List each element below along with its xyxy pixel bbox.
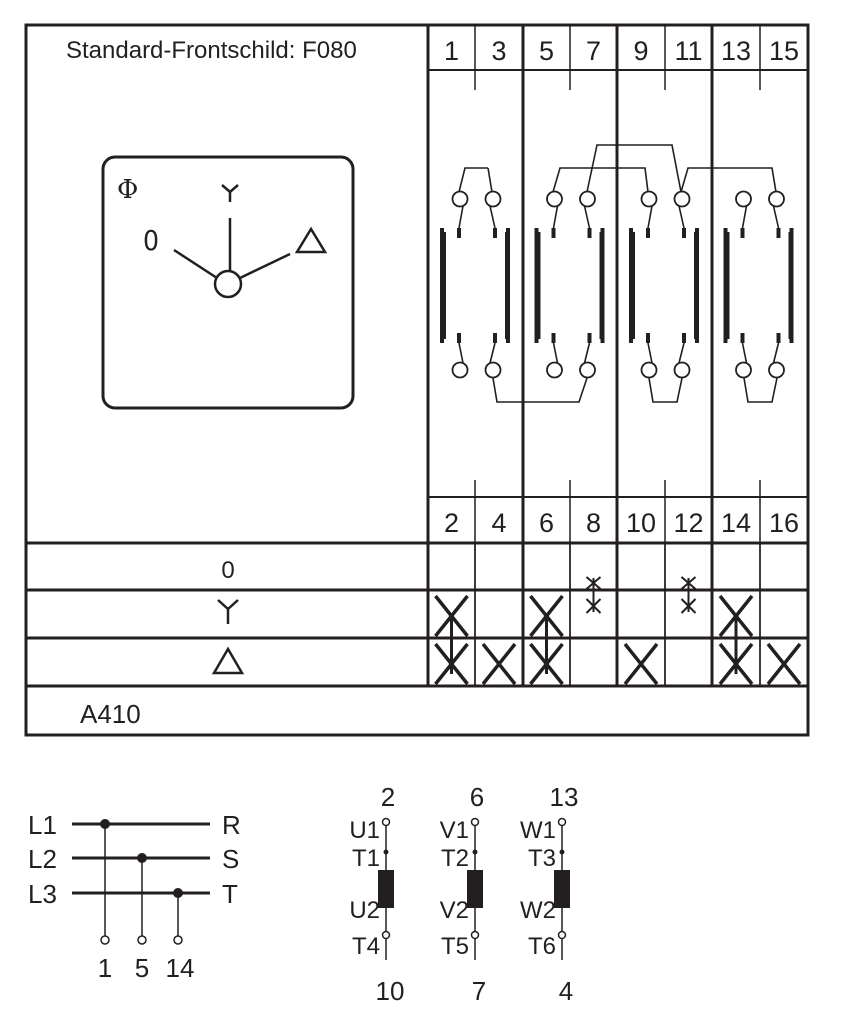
delta-symbol-icon — [294, 226, 328, 254]
terminal-number-top: 3 — [491, 36, 506, 66]
row-label-0: 0 — [221, 557, 234, 584]
winding-terminal-top: 13 — [550, 782, 579, 812]
terminal-number-top: 1 — [444, 36, 459, 66]
terminal-number-bottom: 2 — [444, 508, 459, 538]
terminal-number-bottom: 12 — [673, 508, 703, 538]
winding-label: W2 — [520, 897, 556, 924]
position-0-label: 0 — [143, 224, 159, 257]
star-symbol-icon — [221, 184, 239, 202]
front-plate-title: Standard-Frontschild: F080 — [66, 37, 357, 64]
switch-mark-x — [623, 642, 659, 686]
terminal-number-bottom: 10 — [626, 508, 656, 538]
contact-pair — [723, 190, 794, 379]
terminal-number-top: 11 — [674, 36, 702, 66]
terminal-number-top: 5 — [539, 36, 554, 66]
terminal-number-bottom: 6 — [539, 508, 554, 538]
supply-diagram: L1 L2 L3 1 5 14 R S T — [28, 810, 241, 983]
winding-label: T3 — [528, 845, 556, 872]
output-label: R — [222, 810, 241, 840]
line-label: L2 — [28, 844, 57, 874]
row-label-delta-icon — [211, 646, 245, 675]
winding-label: T4 — [352, 933, 380, 960]
output-label: S — [222, 844, 239, 874]
winding-label: T5 — [441, 933, 469, 960]
winding-label: U1 — [349, 817, 380, 844]
switch-mark-x — [766, 642, 802, 686]
switch-code: A410 — [80, 699, 141, 729]
winding-label: W1 — [520, 817, 556, 844]
winding-terminal-bottom: 7 — [472, 976, 486, 1006]
winding-label: V1 — [440, 817, 469, 844]
front-plate: Φ 0 — [101, 155, 355, 410]
line-label: L1 — [28, 810, 57, 840]
switching-table — [434, 543, 802, 686]
winding-label: T1 — [352, 845, 380, 872]
output-label: T — [222, 879, 238, 909]
terminal-number-top: 13 — [721, 36, 751, 66]
contact-pair — [629, 190, 699, 379]
rotary-knob-center — [213, 269, 243, 299]
switch-mark-x — [481, 642, 517, 686]
terminal-number-top: 15 — [769, 36, 799, 66]
winding-terminal-bottom: 10 — [376, 976, 405, 1006]
terminal-number-bottom: 8 — [586, 508, 601, 538]
row-label-star-icon — [217, 599, 239, 624]
winding-label: T6 — [528, 933, 556, 960]
winding-terminal-top: 2 — [381, 782, 395, 812]
winding-label: V2 — [440, 897, 469, 924]
terminal-number-bottom: 16 — [769, 508, 799, 538]
outer-frame — [24, 23, 810, 737]
terminal-label: 1 — [98, 953, 112, 983]
winding-label: U2 — [349, 897, 380, 924]
contact-pair — [534, 190, 605, 379]
contact-pair — [440, 190, 510, 379]
line-label: L3 — [28, 879, 57, 909]
terminal-label: 5 — [135, 953, 149, 983]
phase-symbol: Φ — [117, 175, 138, 205]
terminal-number-bottom: 4 — [491, 508, 506, 538]
terminal-number-bottom: 14 — [721, 508, 751, 538]
winding-terminal-top: 6 — [470, 782, 484, 812]
winding-label: T2 — [441, 845, 469, 872]
terminal-label: 14 — [166, 953, 195, 983]
winding-terminal-bottom: 4 — [559, 976, 573, 1006]
terminal-number-top: 7 — [586, 36, 601, 66]
terminal-number-top: 9 — [633, 36, 648, 66]
contact-diagram — [440, 144, 794, 403]
